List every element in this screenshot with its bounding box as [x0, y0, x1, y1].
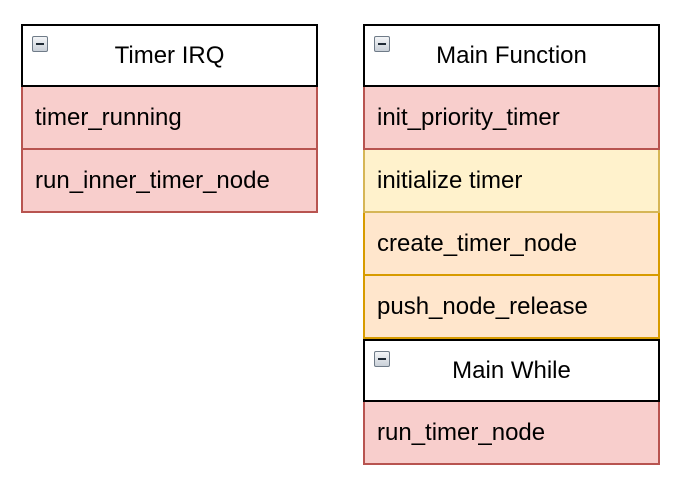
main-function-title: Main Function — [436, 41, 587, 69]
main-function-item-initialize-timer[interactable]: initialize timer — [363, 150, 660, 213]
main-function-header[interactable]: Main Function — [363, 24, 660, 87]
collapse-icon[interactable] — [374, 351, 390, 367]
main-while-header[interactable]: Main While — [363, 339, 660, 402]
main-while-title: Main While — [452, 356, 571, 384]
collapse-icon[interactable] — [32, 36, 48, 52]
timer-irq-header[interactable]: Timer IRQ — [21, 24, 318, 87]
collapse-icon[interactable] — [374, 36, 390, 52]
timer-irq-item-timer-running[interactable]: timer_running — [21, 87, 318, 150]
timer-irq-item-run-inner-timer-node[interactable]: run_inner_timer_node — [21, 150, 318, 213]
timer-irq-container: Timer IRQ timer_running run_inner_timer_… — [21, 24, 318, 213]
main-function-container: Main Function init_priority_timer initia… — [363, 24, 660, 339]
main-while-item-run-timer-node[interactable]: run_timer_node — [363, 402, 660, 465]
main-function-item-init-priority-timer[interactable]: init_priority_timer — [363, 87, 660, 150]
main-while-container: Main While run_timer_node — [363, 339, 660, 465]
main-function-item-push-node-release[interactable]: push_node_release — [363, 276, 660, 339]
timer-irq-title: Timer IRQ — [114, 41, 225, 69]
main-function-item-create-timer-node[interactable]: create_timer_node — [363, 213, 660, 276]
